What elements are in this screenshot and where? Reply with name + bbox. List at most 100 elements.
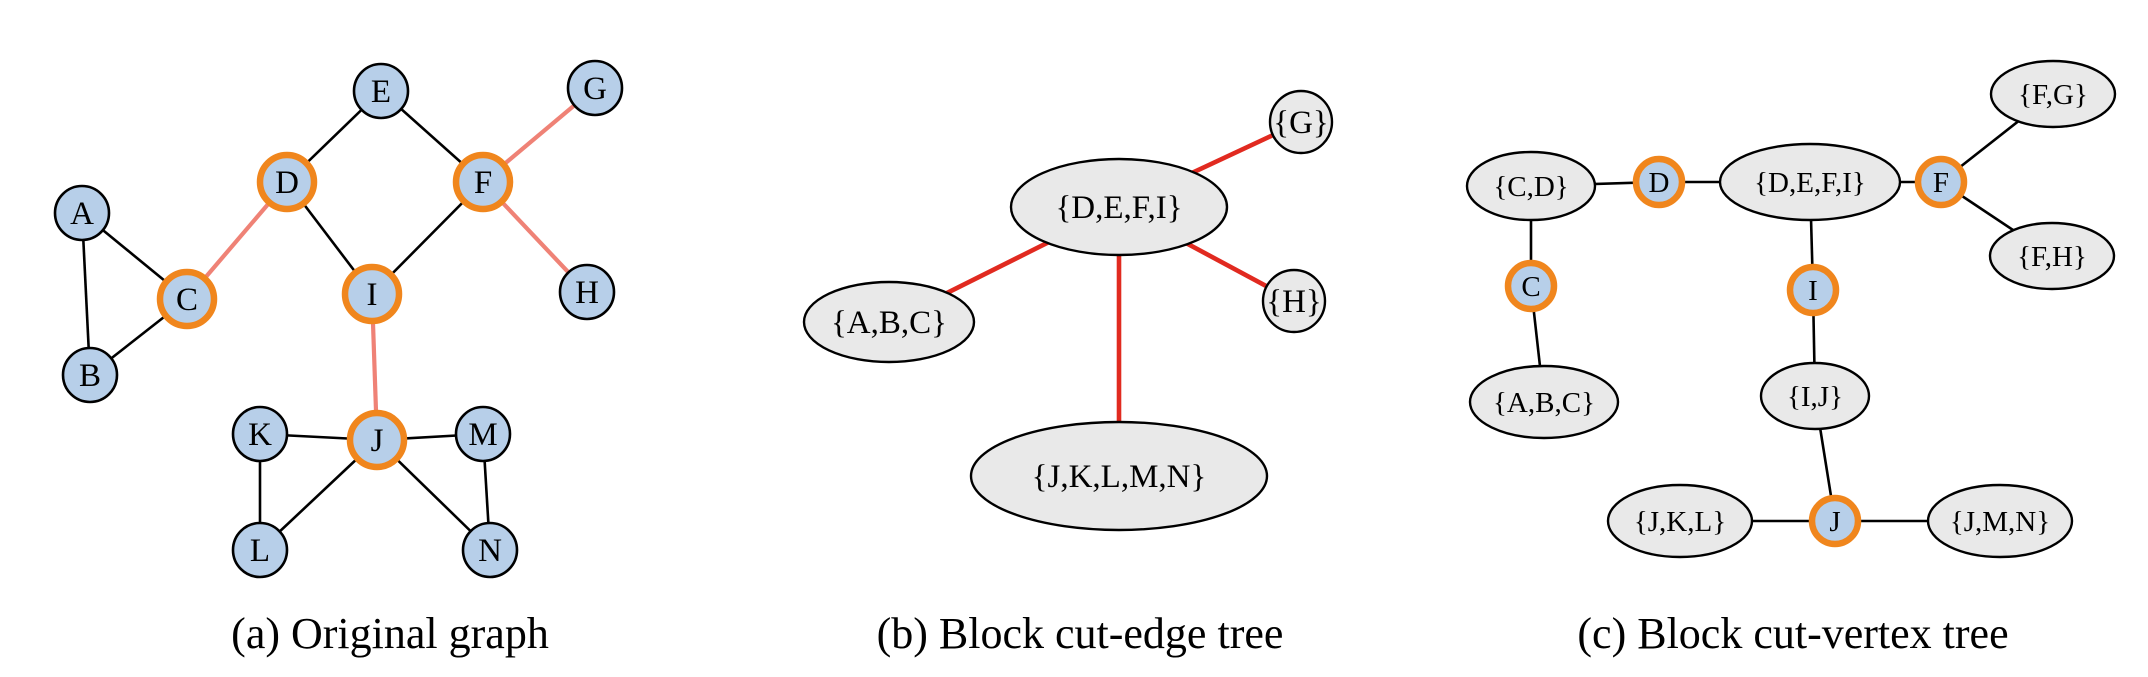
panel-b-block-defi-label: {D,E,F,I} xyxy=(1055,190,1182,226)
panel-c-cutvertex-j: J xyxy=(1808,494,1862,548)
vertex-g-shape xyxy=(566,59,624,117)
vertex-d-cut: D xyxy=(256,151,318,213)
panel-b-block-jklmn-shape xyxy=(969,420,1269,532)
vertex-h: H xyxy=(558,263,616,321)
vertex-i-shape xyxy=(341,263,403,325)
panel-c-block-cut-vertex-tree: {C,D} {D,E,F,I} {F,G} {F,H} {A,B,C} {I,J… xyxy=(1465,59,2117,658)
vertex-l-label: L xyxy=(250,533,270,569)
vertex-k: K xyxy=(231,405,289,463)
panel-c-block-fg-shape xyxy=(1989,59,2117,129)
vertex-a: A xyxy=(53,184,111,242)
vertex-l: L xyxy=(231,521,289,579)
panel-b-block-abc: {A,B,C} xyxy=(802,280,976,364)
panel-c-cutvertex-i-shape xyxy=(1786,263,1840,317)
panel-c-block-jkl-shape xyxy=(1606,483,1754,559)
vertex-k-label: K xyxy=(248,417,272,453)
vertex-e-shape xyxy=(352,62,410,120)
panel-b-block-cut-edge-tree: {A,B,C} {D,E,F,I} {G} {H} {J,K,L,M,N} (b… xyxy=(802,89,1334,658)
panel-c-cutvertex-j-label: J xyxy=(1829,506,1840,538)
panel-c-block-fg: {F,G} xyxy=(1989,59,2117,129)
vertex-a-shape xyxy=(53,184,111,242)
panel-c-cutvertex-f: F xyxy=(1914,155,1968,209)
vertex-d-shape xyxy=(256,151,318,213)
panel-c-cutvertex-c: C xyxy=(1504,259,1558,313)
panel-c-block-ij-shape xyxy=(1759,361,1871,431)
vertex-i-cut: I xyxy=(341,263,403,325)
panel-c-block-abc-label: {A,B,C} xyxy=(1493,387,1595,419)
panel-b-block-jklmn-label: {J,K,L,M,N} xyxy=(1032,459,1207,495)
panel-b-block-g: {G} xyxy=(1268,89,1334,155)
vertex-g-label: G xyxy=(583,71,607,107)
panel-b-block-jklmn: {J,K,L,M,N} xyxy=(969,420,1269,532)
vertex-g: G xyxy=(566,59,624,117)
vertex-b: B xyxy=(61,346,119,404)
vertex-n: N xyxy=(461,521,519,579)
vertex-b-shape xyxy=(61,346,119,404)
panel-c-block-fh-label: {F,H} xyxy=(2017,241,2087,273)
panel-c-cutvertex-c-label: C xyxy=(1521,271,1540,303)
vertex-j-cut: J xyxy=(346,409,408,471)
panel-c-block-jkl-label: {J,K,L} xyxy=(1634,506,1726,538)
panel-c-block-cd-shape xyxy=(1465,150,1597,222)
caption-b: (b) Block cut-edge tree xyxy=(877,609,1284,658)
panel-c-block-abc-shape xyxy=(1468,364,1620,440)
vertex-b-label: B xyxy=(79,358,101,394)
panel-c-cutvertex-i: I xyxy=(1786,263,1840,317)
vertex-a-label: A xyxy=(70,196,94,232)
panel-b-block-g-shape xyxy=(1268,89,1334,155)
vertex-m-shape xyxy=(454,405,512,463)
vertex-f-cut: F xyxy=(452,151,514,213)
panel-c-cutvertex-d-label: D xyxy=(1649,167,1670,199)
panel-b-block-defi: {D,E,F,I} xyxy=(1009,157,1229,257)
panel-a-original-graph: A B C D E F G H xyxy=(53,59,624,658)
vertex-c-shape xyxy=(156,268,218,330)
panel-c-block-ij: {I,J} xyxy=(1759,361,1871,431)
vertex-k-shape xyxy=(231,405,289,463)
vertex-h-shape xyxy=(558,263,616,321)
panel-b-block-g-label: {G} xyxy=(1273,105,1329,141)
panel-c-cutvertex-c-shape xyxy=(1504,259,1558,313)
vertex-c-label: C xyxy=(176,282,198,318)
vertex-e: E xyxy=(352,62,410,120)
panel-c-block-jmn-label: {J,M,N} xyxy=(1950,506,2050,538)
panel-b-block-h-shape xyxy=(1261,268,1327,334)
vertex-l-shape xyxy=(231,521,289,579)
panel-c-block-abc: {A,B,C} xyxy=(1468,364,1620,440)
panel-c-block-defi-label: {D,E,F,I} xyxy=(1754,167,1866,199)
vertex-h-label: H xyxy=(575,275,599,311)
vertex-i-label: I xyxy=(367,277,378,313)
vertex-j-label: J xyxy=(371,423,384,459)
panel-c-block-defi: {D,E,F,I} xyxy=(1718,142,1902,222)
caption-c: (c) Block cut-vertex tree xyxy=(1577,609,2008,658)
panel-c-block-jkl: {J,K,L} xyxy=(1606,483,1754,559)
vertex-f-shape xyxy=(452,151,514,213)
vertex-d-label: D xyxy=(275,165,299,201)
panel-c-block-cd-label: {C,D} xyxy=(1493,171,1568,203)
vertex-n-label: N xyxy=(478,533,502,569)
panel-b-block-h: {H} xyxy=(1261,268,1327,334)
panel-b-block-abc-shape xyxy=(802,280,976,364)
panel-c-cutvertex-i-label: I xyxy=(1808,275,1818,307)
panel-c-block-jmn: {J,M,N} xyxy=(1926,483,2074,559)
panel-c-block-fg-label: {F,G} xyxy=(2018,79,2088,111)
panel-c-block-ij-label: {I,J} xyxy=(1787,381,1843,413)
panel-c-block-jmn-shape xyxy=(1926,483,2074,559)
panel-c-cutvertex-f-label: F xyxy=(1933,167,1949,199)
panel-b-block-h-label: {H} xyxy=(1266,284,1322,320)
vertex-n-shape xyxy=(461,521,519,579)
panel-c-cutvertex-f-shape xyxy=(1914,155,1968,209)
panel-c-cutvertex-j-shape xyxy=(1808,494,1862,548)
panel-c-cutvertex-d: D xyxy=(1632,155,1686,209)
panel-b-block-defi-shape xyxy=(1009,157,1229,257)
panel-c-block-cd: {C,D} xyxy=(1465,150,1597,222)
panel-c-block-defi-shape xyxy=(1718,142,1902,222)
vertex-e-label: E xyxy=(371,74,391,110)
panel-c-block-fh-shape xyxy=(1988,221,2116,291)
vertex-f-label: F xyxy=(474,165,492,201)
vertex-m: M xyxy=(454,405,512,463)
vertex-m-label: M xyxy=(468,417,497,453)
panel-b-block-abc-label: {A,B,C} xyxy=(831,305,947,341)
vertex-c-cut: C xyxy=(156,268,218,330)
caption-a: (a) Original graph xyxy=(231,609,549,658)
